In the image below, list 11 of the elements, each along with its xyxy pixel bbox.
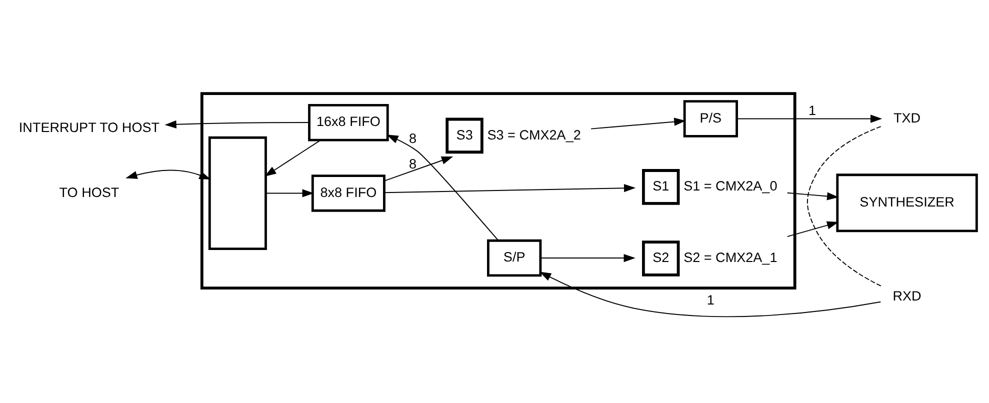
node-text: INTERRUPT TO HOST xyxy=(18,120,160,136)
node-text: TXD xyxy=(894,110,921,126)
edge-label: 8 xyxy=(409,131,417,146)
node-label: S3 = CMX2A_2 xyxy=(487,127,581,142)
edge-label: 1 xyxy=(706,292,714,308)
node-text: TO HOST xyxy=(59,184,120,200)
node-label: S2 = CMX2A_1 xyxy=(684,250,778,266)
edge-label: 1 xyxy=(808,103,816,118)
node-label: S1 = CMX2A_0 xyxy=(684,178,778,194)
node-text: RXD xyxy=(892,288,922,304)
edge-label: 8 xyxy=(409,156,417,172)
